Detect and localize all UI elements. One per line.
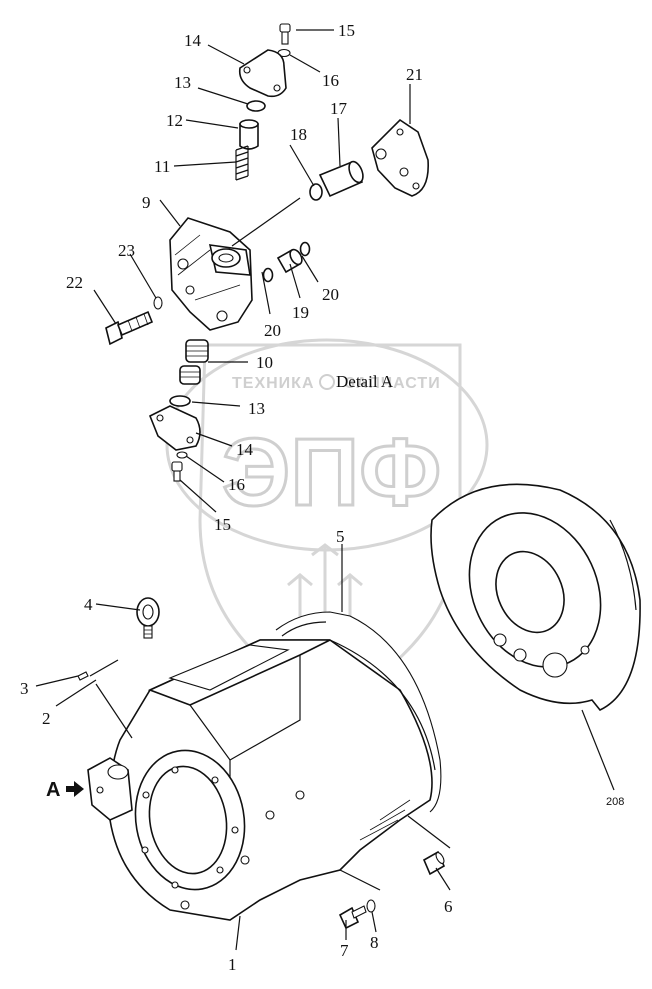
main-housing-parts (77, 483, 641, 930)
callout-1: 1 (228, 955, 237, 974)
callout-16-top: 16 (322, 71, 339, 90)
callout-22: 22 (66, 273, 83, 292)
callout-7: 7 (340, 941, 349, 960)
callout-18: 18 (290, 125, 307, 144)
part-20-oring-left (262, 267, 274, 283)
callout-21: 21 (406, 65, 423, 84)
part-6-dowel-pin (422, 850, 446, 876)
callout-17: 17 (330, 99, 348, 118)
part-15-bolt-top (279, 23, 291, 45)
callout-20-right: 20 (322, 285, 339, 304)
watermark-big-letters: ЭПФ (222, 419, 441, 526)
part-8-washer (366, 899, 376, 913)
callout-14-top: 14 (184, 31, 202, 50)
watermark-left-word: ТЕХНИКА (232, 375, 315, 392)
part-1-transmission-housing (87, 639, 436, 921)
callout-20-left: 20 (264, 321, 281, 340)
callout-numbers: 15 16 14 13 12 11 9 23 22 18 17 21 20 20… (20, 21, 453, 974)
callout-13-top: 13 (174, 73, 191, 92)
callout-5: 5 (336, 527, 345, 546)
part-15-bolt-bottom (171, 461, 183, 482)
part-4-eye-bolt (136, 597, 160, 639)
callout-6: 6 (444, 897, 453, 916)
callout-8: 8 (370, 933, 379, 952)
part-11-spring (235, 145, 249, 181)
sheet-reference: 208 (606, 796, 624, 808)
part-9-valve-body (169, 217, 253, 331)
detail-a-label: Detail A (336, 372, 394, 391)
part-3-bolt (77, 671, 89, 681)
part-20-oring-right (299, 241, 311, 257)
callout-11: 11 (154, 157, 170, 176)
callout-13-bottom: 13 (248, 399, 265, 418)
part-17-sleeve (318, 160, 364, 198)
part-16-washer-bottom (176, 451, 188, 459)
callout-3: 3 (20, 679, 29, 698)
part-13-oring-top (246, 100, 266, 112)
part-12-plug (239, 119, 259, 150)
watermark-gear-icon (319, 374, 335, 390)
part-14-cover-bottom (148, 405, 201, 451)
part-23-washer (153, 296, 163, 310)
callout-10: 10 (256, 353, 273, 372)
part-7-bolt (338, 905, 367, 930)
watermark-wheat-icon (287, 543, 363, 625)
part-10-valve-assembly (179, 339, 209, 385)
part-13-oring-bottom (169, 395, 191, 407)
view-marker-label: A (46, 779, 60, 801)
callout-2: 2 (42, 709, 51, 728)
callout-16-bottom: 16 (228, 475, 245, 494)
leader-lines (35, 29, 615, 951)
part-14-cover-top (238, 49, 287, 98)
callout-14-bottom: 14 (236, 440, 254, 459)
callout-12: 12 (166, 111, 183, 130)
detail-a-parts (105, 23, 429, 482)
part-22-bolt (105, 310, 154, 346)
part-2-pin (89, 659, 119, 677)
part-21-gasket (371, 118, 429, 197)
view-arrow-icon (66, 781, 84, 797)
part-18-oring (309, 183, 323, 201)
part-208-flywheel-housing (430, 483, 641, 711)
callout-19: 19 (292, 303, 309, 322)
callout-15-top: 15 (338, 21, 355, 40)
watermark-emblem: ТЕХНИКА ЗАПЧАСТИ ЭПФ (165, 338, 489, 707)
watermark-right-word: ЗАПЧАСТИ (345, 375, 441, 392)
callout-23: 23 (118, 241, 135, 260)
callout-15-bottom: 15 (214, 515, 231, 534)
callout-9: 9 (142, 193, 151, 212)
view-marker-a: A (46, 779, 84, 801)
part-19-bushing (276, 248, 303, 274)
callout-4: 4 (84, 595, 93, 614)
